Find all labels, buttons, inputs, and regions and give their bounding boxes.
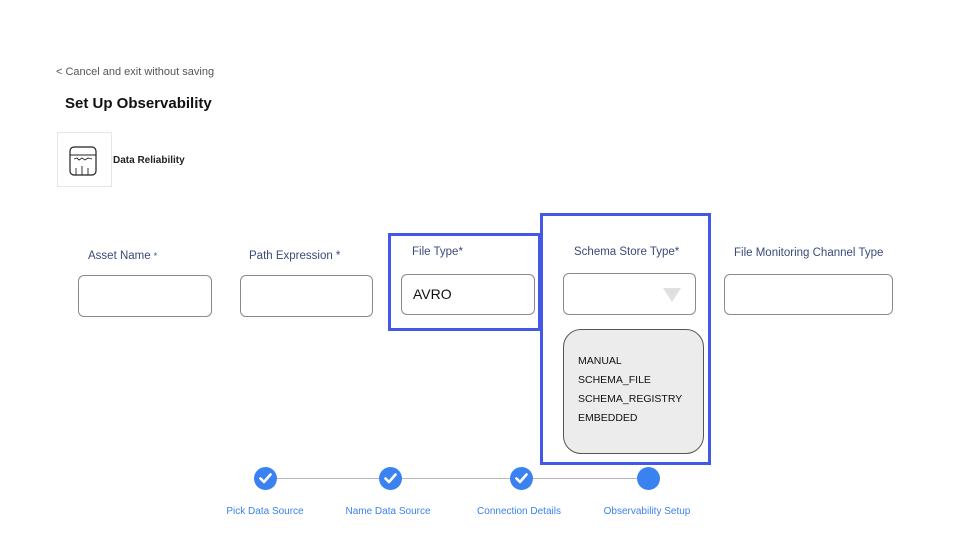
asset-name-input[interactable] [78, 275, 212, 317]
step-label-pick-data-source[interactable]: Pick Data Source [226, 506, 304, 517]
page-title: Set Up Observability [65, 95, 212, 112]
file-monitoring-channel-type-label: File Monitoring Channel Type [734, 247, 884, 259]
file-type-value: AVRO [413, 286, 452, 302]
file-type-label: File Type* [412, 246, 463, 258]
check-icon [384, 473, 397, 484]
schema-store-type-options: MANUAL SCHEMA_FILE SCHEMA_REGISTRY EMBED… [563, 329, 704, 454]
file-monitoring-channel-type-input[interactable] [724, 274, 893, 315]
check-icon [515, 473, 528, 484]
step-label-observability-setup[interactable]: Observability Setup [603, 506, 691, 517]
option-manual[interactable]: MANUAL [578, 355, 622, 367]
stepper-track [266, 478, 649, 479]
asset-name-label: Asset Name* [88, 250, 158, 262]
required-mark: * [153, 251, 158, 261]
step-label-name-data-source[interactable]: Name Data Source [345, 506, 431, 517]
schema-store-highlight [540, 213, 711, 465]
data-reliability-icon [69, 146, 97, 176]
schema-store-type-select[interactable] [563, 273, 696, 315]
path-expression-input[interactable] [240, 275, 373, 317]
option-schema-file[interactable]: SCHEMA_FILE [578, 374, 651, 386]
step-pick-data-source[interactable] [254, 467, 277, 490]
step-observability-setup[interactable] [637, 467, 660, 490]
step-label-connection-details[interactable]: Connection Details [477, 506, 561, 517]
chevron-down-icon[interactable] [663, 288, 681, 302]
check-icon [259, 473, 272, 484]
schema-store-type-label: Schema Store Type* [574, 246, 680, 258]
cancel-exit-link[interactable]: < Cancel and exit without saving [56, 66, 215, 78]
data-reliability-label: Data Reliability [113, 155, 185, 166]
file-type-highlight [388, 233, 541, 331]
data-reliability-card[interactable] [57, 132, 112, 187]
path-expression-label: Path Expression * [249, 250, 341, 262]
option-schema-registry[interactable]: SCHEMA_REGISTRY [578, 393, 683, 405]
step-name-data-source[interactable] [379, 467, 402, 490]
file-type-input[interactable]: AVRO [401, 274, 535, 315]
option-embedded[interactable]: EMBEDDED [578, 412, 638, 424]
step-connection-details[interactable] [510, 467, 533, 490]
